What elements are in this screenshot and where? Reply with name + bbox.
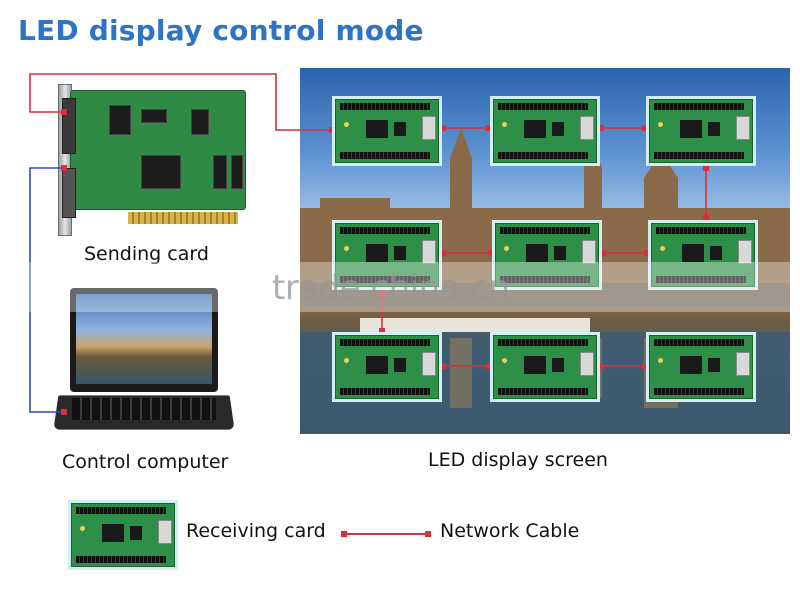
page-title: LED display control mode	[18, 14, 424, 47]
sending-card-image	[58, 84, 248, 236]
legend-receiving-card-label: Receiving card	[186, 520, 326, 542]
legend-network-cable-line	[343, 533, 427, 535]
legend-network-cable-label: Network Cable	[440, 520, 580, 542]
sending-card-pcb	[70, 90, 246, 210]
laptop-screen	[76, 294, 212, 384]
receiving-card	[332, 332, 442, 402]
receiving-card	[646, 332, 756, 402]
laptop-keyboard	[72, 398, 216, 420]
watermark-text: trade.china.cn	[272, 268, 510, 308]
led-display-screen-label: LED display screen	[428, 449, 608, 471]
legend-cable-end-left	[341, 531, 347, 537]
receiving-card	[490, 332, 600, 402]
pci-connector	[128, 212, 238, 224]
sending-card-label: Sending card	[84, 243, 209, 265]
legend-cable-end-right	[425, 531, 431, 537]
receiving-card	[492, 220, 602, 290]
receiving-card	[332, 220, 442, 290]
receiving-card	[490, 96, 600, 166]
control-computer-label: Control computer	[62, 451, 229, 473]
watermark-band	[0, 262, 800, 312]
control-computer-image	[50, 286, 240, 438]
legend-receiving-card-image	[68, 500, 178, 570]
receiving-card	[646, 96, 756, 166]
receiving-card	[332, 96, 442, 166]
receiving-card	[648, 220, 758, 290]
